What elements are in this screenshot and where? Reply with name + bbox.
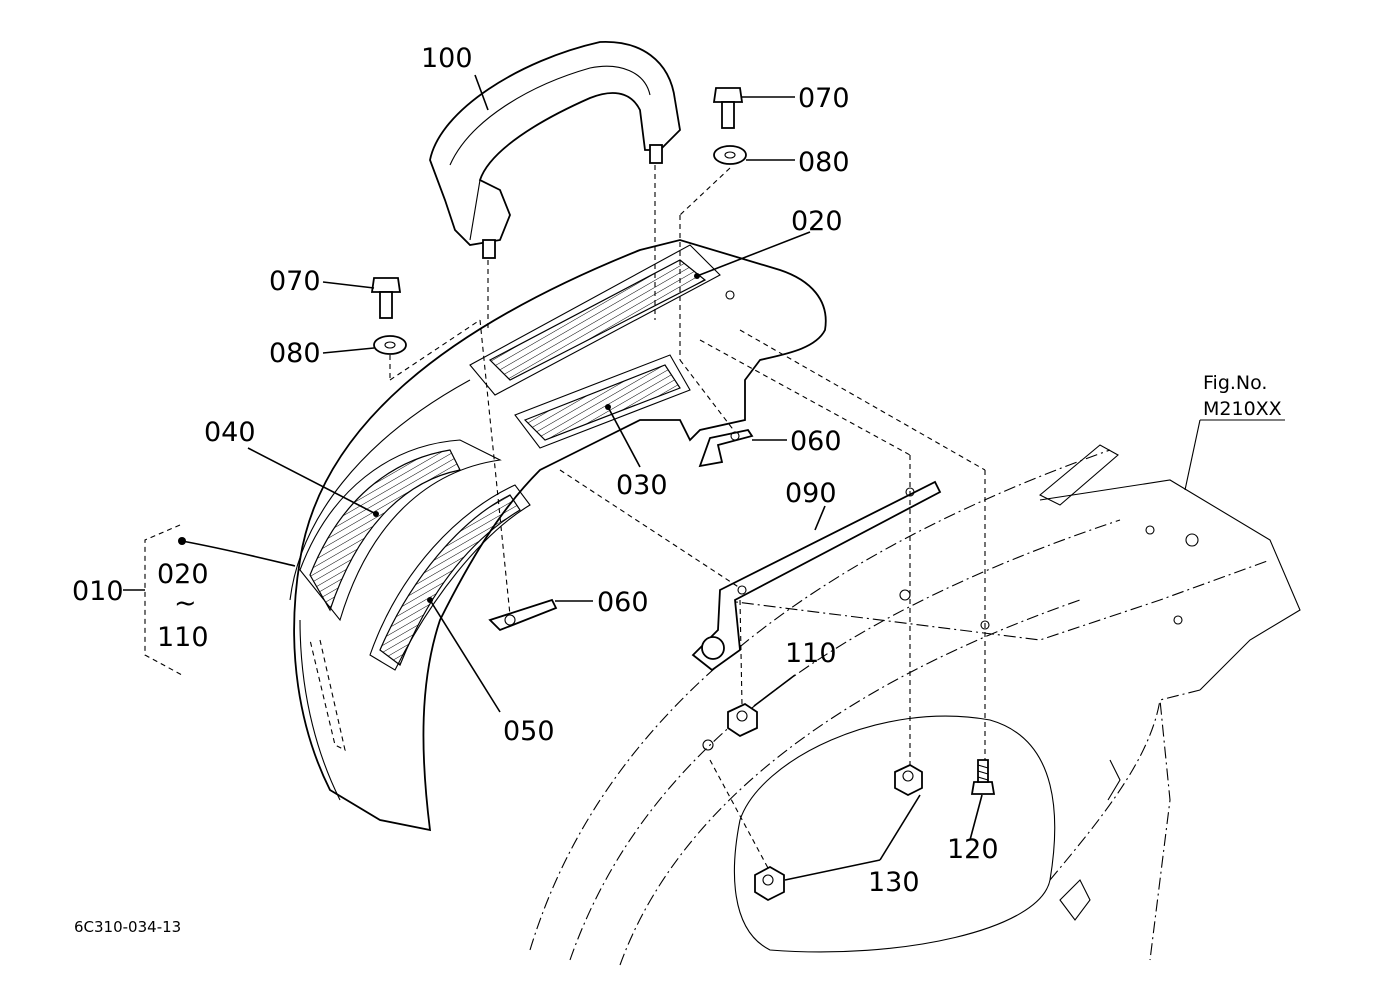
fig-label: Fig.No. xyxy=(1203,372,1267,394)
assembly-lines xyxy=(389,165,986,869)
callout-010: 010 xyxy=(72,576,124,607)
callout-050: 050 xyxy=(503,716,555,747)
callout-120: 120 xyxy=(947,834,999,865)
figure-reference: Fig.No. M210XX 6C310-034-13 xyxy=(74,372,1282,936)
fender-cover xyxy=(289,239,827,832)
callout-040: 040 xyxy=(204,417,256,448)
callout-010-range-start: 020 xyxy=(157,559,209,590)
hardware-parts xyxy=(370,87,996,902)
callout-100: 100 xyxy=(421,43,473,74)
callout-090: 090 xyxy=(785,478,837,509)
leader-lines xyxy=(123,74,983,881)
callout-130: 130 xyxy=(868,867,920,898)
callout-010-range-end: 110 xyxy=(157,622,209,653)
callout-080-left: 080 xyxy=(269,338,321,369)
callout-010-range-sep: ~ xyxy=(174,588,197,619)
callout-070-left: 070 xyxy=(269,266,321,297)
grip-handle xyxy=(429,41,681,259)
callout-060-right: 060 xyxy=(790,426,842,457)
callout-020: 020 xyxy=(791,206,843,237)
fig-number-leader xyxy=(1184,419,1285,491)
callout-030: 030 xyxy=(616,470,668,501)
fig-number: M210XX xyxy=(1203,398,1282,420)
callout-labels: 100 070 080 020 070 080 040 030 060 090 … xyxy=(72,43,999,898)
callout-070-top: 070 xyxy=(798,83,850,114)
callout-110: 110 xyxy=(785,638,837,669)
drawing-code: 6C310-034-13 xyxy=(74,918,181,936)
callout-080-top: 080 xyxy=(798,147,850,178)
callout-060-left: 060 xyxy=(597,587,649,618)
